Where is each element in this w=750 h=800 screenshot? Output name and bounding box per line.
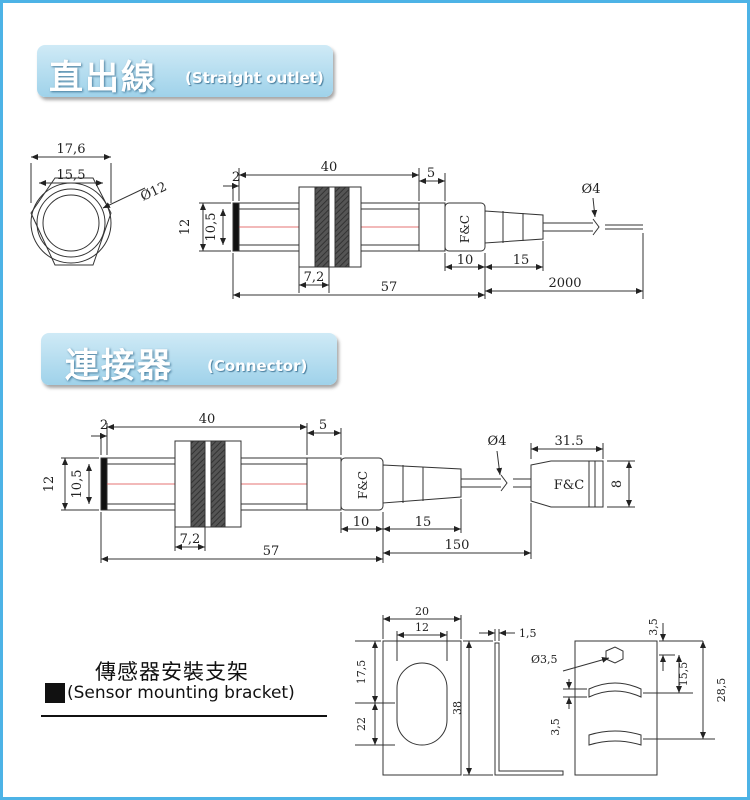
bracket-front-view [355, 615, 462, 776]
dim-bracket-upper: 17,5 [355, 660, 368, 685]
hex-front-view [30, 154, 146, 266]
section-title-en: (Connector) [207, 357, 308, 375]
dim-bracket-hole: Ø3,5 [531, 653, 558, 666]
dim-cable-len: 2000 [548, 276, 581, 291]
dim-outer-h: 12 [42, 476, 57, 493]
dim-bracket-thickness: 1,5 [519, 627, 537, 640]
dim-tail: 5 [319, 418, 327, 433]
dim-inner-h: 10,5 [70, 470, 85, 499]
dim-tail: 5 [427, 166, 435, 181]
brand-label: F&C [458, 215, 472, 243]
dim-bracket-height: 38 [451, 701, 464, 715]
dim-bracket-top-off: 3,5 [647, 618, 660, 636]
bracket-title-en: (Sensor mounting bracket) [67, 683, 295, 703]
dim-cable-dia: Ø4 [582, 182, 601, 197]
dim-bracket-width: 20 [415, 605, 429, 618]
brand-label: F&C [356, 471, 370, 499]
section-banner-connector: 連接器 (Connector) [41, 333, 337, 386]
dim-bracket-side-total: 28,5 [715, 678, 728, 703]
bracket-title-cn: 傳感器安裝支架 [95, 660, 249, 684]
section-banner-straight: 直出線 (Straight outlet) [37, 45, 333, 98]
dim-hex-width: 17,6 [57, 142, 86, 157]
dim-inner-h: 10,5 [204, 213, 219, 242]
bracket-top-view [562, 623, 715, 776]
technical-drawing: F&C F&C F&C 17,6 15,5 Ø12 2 40 5 12 10,5… [30, 142, 728, 776]
bullet-square [45, 683, 65, 703]
dim-lead: 2 [232, 170, 240, 185]
dim-inner-width: 15,5 [57, 168, 86, 183]
dim-gland-len: 15 [513, 253, 530, 268]
dim-bracket-gap: 3,5 [549, 718, 562, 736]
bracket-underline [41, 715, 327, 717]
dim-plug-h: 8 [610, 480, 625, 488]
dim-gland-len: 15 [415, 515, 432, 530]
bracket-side-view [463, 629, 564, 776]
dim-hole-dia: Ø12 [138, 180, 169, 205]
sensor-side-view-straight [199, 168, 644, 299]
dim-cable-dia: Ø4 [488, 434, 507, 449]
dim-bracket-lower: 22 [355, 717, 368, 731]
dim-lead: 2 [100, 418, 108, 433]
brand-label: F&C [554, 478, 585, 493]
section-title-cn: 直出線 [49, 58, 157, 98]
section-title-cn: 連接器 [65, 346, 173, 386]
dim-cap-len: 10 [353, 515, 370, 530]
dim-nut-w: 7,2 [304, 270, 325, 285]
section-title-en: (Straight outlet) [185, 69, 324, 87]
dim-bracket-mid: 15,5 [677, 662, 690, 687]
sensor-side-view-connector [61, 423, 635, 563]
dim-bracket-slot: 12 [415, 621, 429, 634]
dim-plug-len: 31.5 [555, 434, 584, 449]
dim-cable-len: 150 [445, 538, 470, 553]
dim-outer-h: 12 [178, 219, 193, 236]
dim-cap-len: 10 [457, 253, 474, 268]
dim-total-len: 57 [381, 280, 398, 295]
dim-body-len: 40 [321, 160, 338, 175]
dim-total-len: 57 [263, 544, 280, 559]
dim-nut-w: 7,2 [180, 532, 201, 547]
dim-body-len: 40 [199, 412, 216, 427]
